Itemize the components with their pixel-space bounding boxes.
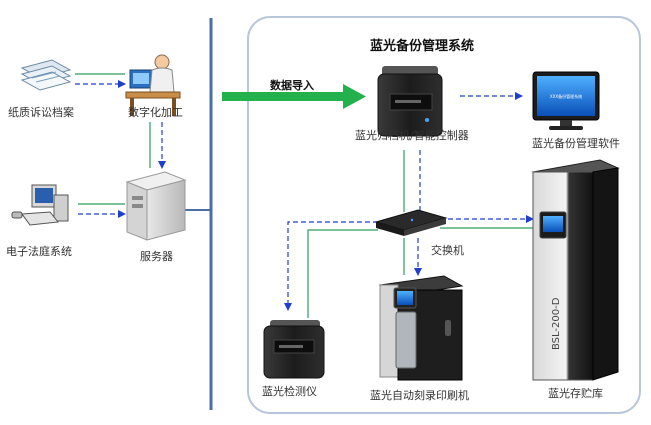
label-ecourt: 电子法庭系统 (6, 245, 72, 258)
ecourt-computer-icon (11, 184, 69, 226)
archive-controller-icon (377, 66, 443, 137)
label-digitize: 数字化加工 (128, 106, 183, 119)
label-printer: 蓝光自动刻录印刷机 (370, 389, 469, 402)
paper-files-icon (20, 59, 72, 91)
monitor-caption: XXX备份管理系统 (550, 93, 582, 99)
label-archive-controller: 蓝光归档机/智能控制器 (355, 129, 469, 142)
storage-library-icon: BSL-200-D (531, 159, 620, 381)
label-backup-software: 蓝光备份管理软件 (532, 137, 620, 150)
link-switch-detector-green (307, 229, 378, 318)
switch-icon (374, 209, 448, 236)
detector-icon (263, 320, 325, 379)
storage-model-label: BSL-200-D (551, 297, 562, 350)
printer-icon (378, 275, 464, 381)
link-switch-detector-dash (284, 221, 378, 311)
import-label: 数据导入 (270, 79, 314, 92)
label-server: 服务器 (140, 250, 173, 263)
label-storage: 蓝光存贮库 (548, 387, 603, 400)
import-arrow (222, 84, 366, 109)
backup-software-monitor-icon: XXX备份管理系统 (532, 71, 600, 130)
system-title: 蓝光备份管理系统 (370, 39, 475, 54)
label-switch: 交换机 (431, 244, 464, 257)
label-detector: 蓝光检测仪 (262, 385, 317, 398)
server-icon (125, 171, 187, 241)
label-paper-files: 纸质诉讼档案 (8, 106, 74, 119)
digitize-worker-icon (125, 54, 181, 116)
